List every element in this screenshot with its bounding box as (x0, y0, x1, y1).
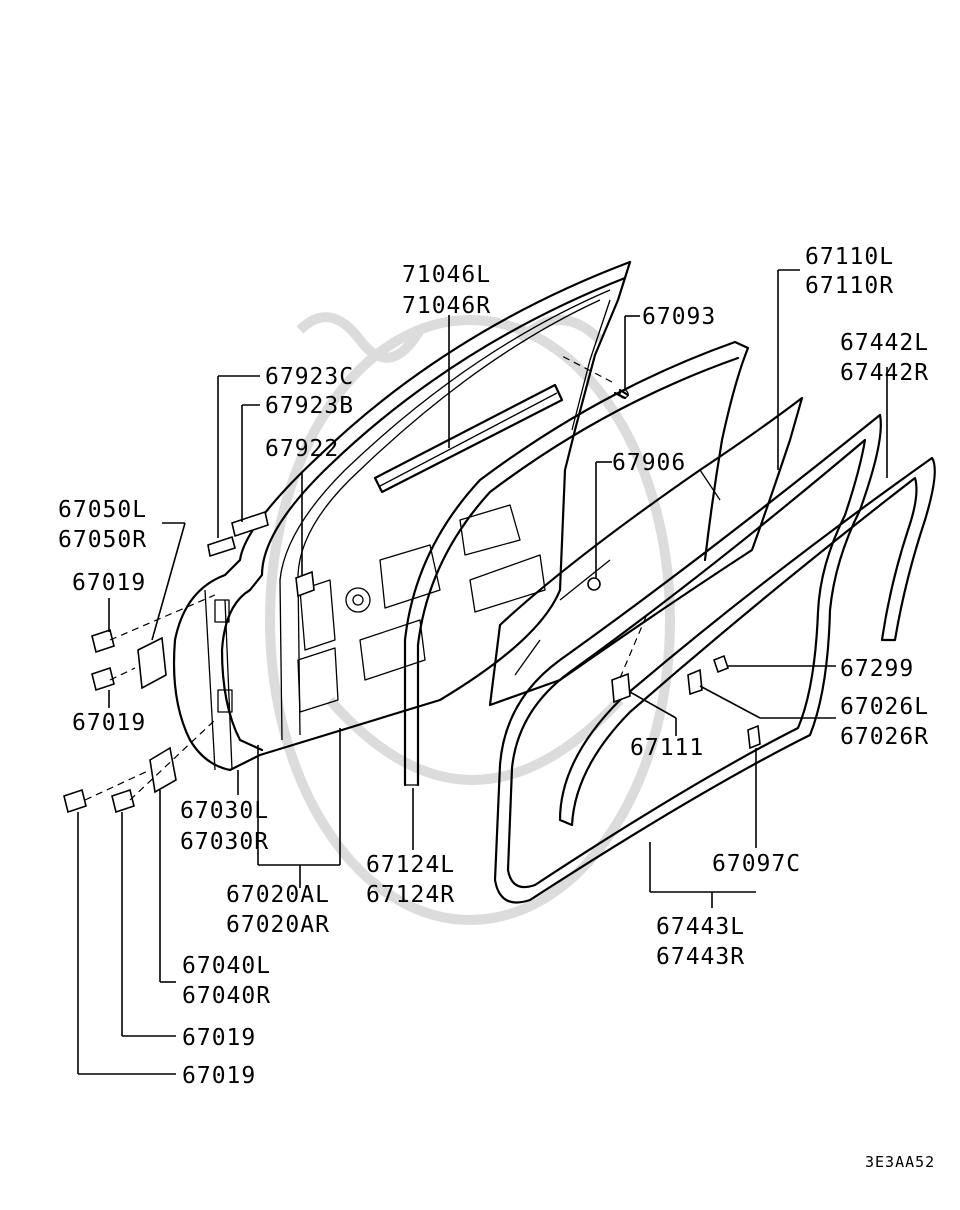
label-67030L: 67030L (180, 798, 269, 824)
label-67097C: 67097C (712, 851, 801, 877)
part-labels: 71046L 71046R 67093 67110L 67110R 67442L… (58, 244, 929, 1089)
label-67922: 67922 (265, 436, 339, 462)
label-67111: 67111 (630, 735, 704, 761)
leader-lines (77, 269, 888, 1075)
label-67124L: 67124L (366, 852, 455, 878)
label-71046R: 71046R (402, 293, 491, 319)
label-67030R: 67030R (180, 829, 269, 855)
label-71046L: 71046L (402, 262, 491, 288)
label-67050L: 67050L (58, 497, 147, 523)
label-67019-hinge-inner: 67019 (182, 1025, 256, 1051)
label-67906: 67906 (612, 450, 686, 476)
label-67110R: 67110R (805, 273, 894, 299)
label-67026R: 67026R (840, 724, 929, 750)
fasteners (63, 354, 761, 814)
label-67026L: 67026L (840, 694, 929, 720)
label-67040R: 67040R (182, 983, 271, 1009)
diagram-code: 3E3AA52 (865, 1153, 935, 1171)
window-channel (403, 340, 750, 787)
label-67443R: 67443R (656, 944, 745, 970)
label-67050R: 67050R (58, 527, 147, 553)
label-67093: 67093 (642, 304, 716, 330)
opening-seal (558, 456, 936, 827)
label-67442R: 67442R (840, 360, 929, 386)
label-67019-hinge-outer: 67019 (182, 1063, 256, 1089)
label-67923C: 67923C (265, 364, 354, 390)
watermark (265, 312, 675, 925)
label-67442L: 67442L (840, 330, 929, 356)
label-67299: 67299 (840, 656, 914, 682)
label-67923B: 67923B (265, 393, 354, 419)
door-shell (172, 260, 632, 772)
label-67020AL: 67020AL (226, 882, 330, 908)
label-67124R: 67124R (366, 882, 455, 908)
label-67019-lower: 67019 (72, 710, 146, 736)
door-glass (488, 396, 804, 707)
label-67443L: 67443L (656, 914, 745, 940)
label-67019-upper: 67019 (72, 570, 146, 596)
door-weatherstrip (493, 413, 882, 904)
label-67040L: 67040L (182, 953, 271, 979)
label-67110L: 67110L (805, 244, 894, 270)
label-67020AR: 67020AR (226, 912, 330, 938)
